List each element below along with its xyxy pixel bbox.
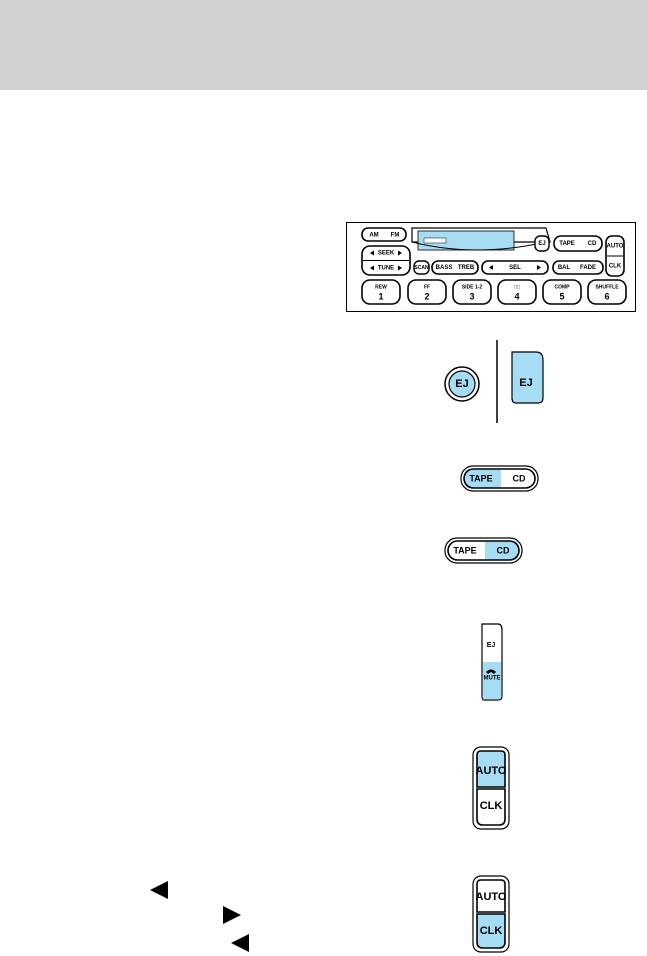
phone-icon — [486, 669, 496, 674]
left-arrow-icon — [150, 881, 168, 899]
tape-display — [411, 227, 551, 251]
svg-text:□□: □□ — [514, 284, 520, 290]
header-band — [0, 0, 647, 90]
svg-text:FF: FF — [424, 284, 430, 290]
svg-text:CLK: CLK — [480, 925, 503, 937]
fm-label: FM — [391, 233, 400, 239]
svg-text:SEL: SEL — [509, 265, 521, 271]
preset-button[interactable]: SHUFFLE 6 — [587, 279, 627, 305]
eject-illustration: EJ EJ — [444, 340, 544, 423]
eject-round-button[interactable]: EJ — [444, 366, 480, 402]
svg-text:TAPE: TAPE — [559, 241, 575, 247]
svg-text:AUTO: AUTO — [476, 765, 507, 777]
svg-text:CLK: CLK — [609, 264, 622, 270]
right-arrow-icon — [223, 906, 241, 924]
svg-text:AUTO: AUTO — [607, 244, 624, 250]
tape-label: TAPE — [469, 473, 492, 483]
left-arrow-icon — [231, 934, 249, 952]
svg-text:FADE: FADE — [580, 265, 596, 271]
svg-text:6: 6 — [604, 291, 609, 301]
svg-text:SHUFFLE: SHUFFLE — [595, 284, 619, 290]
am-fm-button[interactable]: AM FM — [361, 227, 407, 242]
svg-text:SIDE 1-2: SIDE 1-2 — [462, 284, 483, 290]
auto-button[interactable]: AUTO — [476, 879, 507, 913]
svg-text:CD: CD — [588, 241, 597, 247]
preset-button[interactable]: FF 2 — [407, 279, 447, 305]
svg-text:5: 5 — [559, 291, 564, 301]
preset-button[interactable]: □□ 4 — [497, 279, 537, 305]
svg-text:AUTO: AUTO — [476, 891, 507, 903]
tune-label: TUNE — [378, 266, 394, 272]
svg-text:2: 2 — [424, 291, 429, 301]
eject-button[interactable]: EJ — [534, 235, 550, 252]
select-button[interactable]: SEL — [481, 260, 549, 275]
bass-treble-button[interactable]: BASS TREB — [431, 260, 479, 275]
eject-button[interactable]: EJ — [487, 642, 496, 649]
tape-label: TAPE — [453, 545, 476, 555]
balance-fade-button[interactable]: BAL FADE — [552, 260, 604, 275]
svg-text:1: 1 — [378, 291, 383, 301]
clk-button[interactable]: CLK — [476, 913, 506, 949]
seek-tune-button[interactable]: SEEK TUNE — [361, 245, 411, 276]
preset-row: REW 1 FF 2 SIDE 1-2 3 □□ 4 COMP 5 SHUFFL… — [361, 279, 627, 305]
preset-button[interactable]: REW 1 — [361, 279, 401, 305]
auto-clk-illustration-clk: AUTO CLK — [472, 875, 510, 953]
cd-label: CD — [513, 473, 526, 483]
ej-mute-illustration: EJ MUTE — [481, 623, 503, 701]
auto-clk-button[interactable]: AUTO CLK — [605, 235, 625, 277]
svg-text:EJ: EJ — [487, 642, 496, 649]
svg-text:EJ: EJ — [519, 377, 532, 389]
auto-clk-illustration-auto: AUTO CLK — [472, 746, 510, 830]
seek-label: SEEK — [378, 251, 395, 257]
svg-text:REW: REW — [375, 284, 387, 290]
scan-button[interactable]: SCAN — [413, 260, 430, 275]
svg-text:4: 4 — [514, 291, 519, 301]
svg-text:EJ: EJ — [538, 241, 545, 247]
svg-text:TREB: TREB — [458, 265, 475, 271]
svg-text:MUTE: MUTE — [484, 676, 501, 682]
preset-button[interactable]: SIDE 1-2 3 — [452, 279, 492, 305]
am-label: AM — [369, 233, 378, 239]
svg-text:SCAN: SCAN — [414, 265, 429, 271]
tape-cd-button[interactable]: TAPE CD — [553, 235, 603, 252]
tape-cd-illustration-tape[interactable]: TAPE CD — [459, 462, 541, 496]
svg-text:COMP: COMP — [555, 284, 571, 290]
cd-label: CD — [497, 545, 510, 555]
clk-button[interactable]: CLK — [476, 788, 506, 826]
svg-text:CLK: CLK — [480, 800, 503, 812]
eject-tall-button[interactable]: EJ — [511, 351, 544, 404]
tape-cd-illustration-cd[interactable]: TAPE CD — [443, 534, 525, 568]
svg-text:BASS: BASS — [436, 265, 453, 271]
preset-button[interactable]: COMP 5 — [542, 279, 582, 305]
mute-button[interactable]: MUTE — [482, 662, 502, 700]
svg-text:3: 3 — [469, 291, 474, 301]
radio-faceplate-illustration: AM FM SEEK TUNE EJ TAPE CD AUTO CLK SCAN — [346, 222, 636, 312]
svg-text:BAL: BAL — [558, 265, 571, 271]
svg-text:EJ: EJ — [455, 378, 468, 390]
auto-button[interactable]: AUTO — [476, 750, 507, 788]
